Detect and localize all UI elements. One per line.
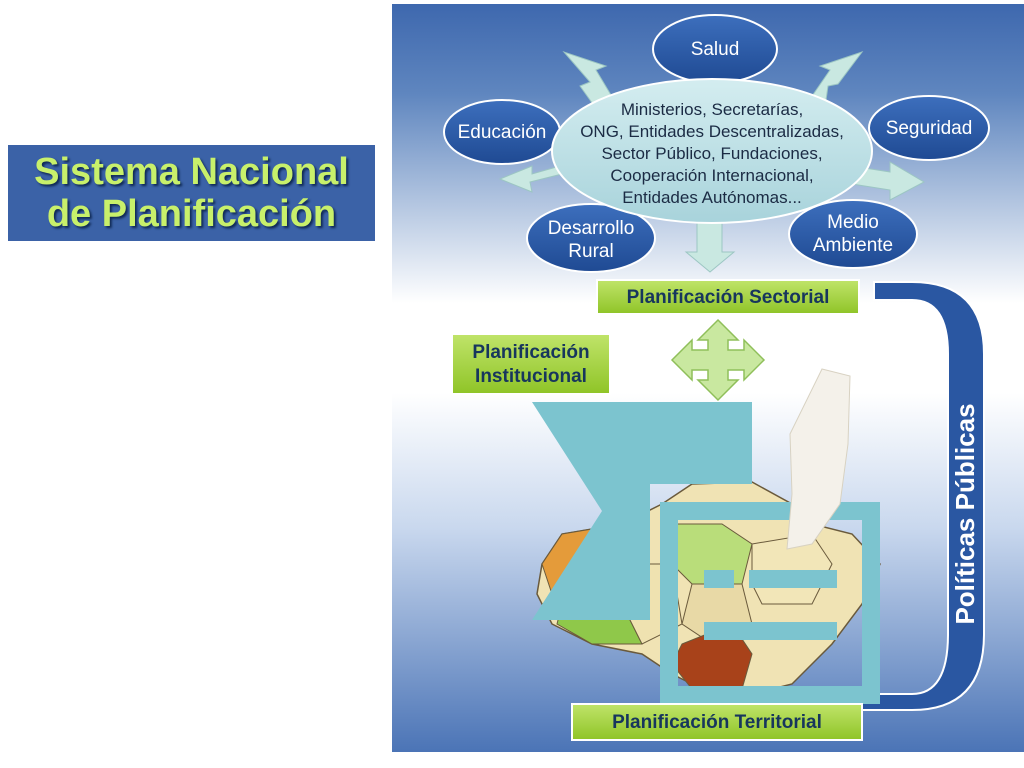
ellipse-seguridad: Seguridad bbox=[868, 95, 990, 161]
title-line-1: Sistema Nacional bbox=[34, 151, 349, 193]
title-box: Sistema Nacional de Planificación bbox=[8, 145, 375, 241]
label-seguridad: Seguridad bbox=[886, 118, 973, 139]
ellipse-salud: Salud bbox=[652, 14, 778, 84]
overlay-bar-1 bbox=[704, 570, 734, 588]
ellipse-educacion: Educación bbox=[443, 99, 561, 165]
label-medio: Medio bbox=[827, 212, 879, 233]
label-planificacion-institucional-1: Planificación bbox=[472, 342, 589, 363]
overlay-bar-3 bbox=[704, 622, 837, 640]
center-line-1: Ministerios, Secretarías, bbox=[621, 100, 803, 119]
ellipse-medio-ambiente: Medio Ambiente bbox=[788, 199, 918, 269]
arrow-down bbox=[684, 218, 736, 273]
label-ambiente: Ambiente bbox=[813, 235, 893, 256]
label-desarrollo: Desarrollo bbox=[548, 218, 635, 239]
arrow-left bbox=[498, 165, 563, 193]
diagram-panel: Salud Educación Seguridad Desarrollo Rur… bbox=[392, 4, 1024, 752]
center-line-2: ONG, Entidades Descentralizadas, bbox=[580, 122, 844, 141]
politicas-publicas-bracket: Políticas Públicas bbox=[861, 281, 985, 711]
box-planificacion-institucional: Planificación Institucional bbox=[451, 333, 611, 395]
ellipse-desarrollo-rural: Desarrollo Rural bbox=[526, 203, 656, 273]
overlay-chevron bbox=[532, 402, 752, 620]
center-ellipse: Ministerios, Secretarías, ONG, Entidades… bbox=[551, 78, 873, 224]
center-line-5: Entidades Autónomas... bbox=[622, 188, 802, 207]
box-planificacion-sectorial: Planificación Sectorial bbox=[596, 279, 860, 315]
arrow-right bbox=[851, 161, 926, 201]
label-planificacion-institucional-2: Institucional bbox=[475, 366, 587, 387]
overlay-shapes bbox=[532, 402, 880, 704]
title-line-2: de Planificación bbox=[46, 193, 337, 235]
center-line-3: Sector Público, Fundaciones, bbox=[601, 144, 822, 163]
label-planificacion-territorial: Planificación Territorial bbox=[612, 712, 822, 733]
label-rural: Rural bbox=[568, 241, 613, 262]
four-way-arrow bbox=[670, 318, 766, 402]
box-planificacion-territorial: Planificación Territorial bbox=[571, 703, 863, 741]
overlay-bar-2 bbox=[749, 570, 837, 588]
label-educacion: Educación bbox=[458, 122, 547, 143]
diagram-svg: Salud Educación Seguridad Desarrollo Rur… bbox=[443, 14, 990, 741]
label-planificacion-sectorial: Planificación Sectorial bbox=[627, 287, 830, 308]
pale-strip bbox=[786, 368, 851, 550]
label-salud: Salud bbox=[691, 39, 740, 60]
center-line-4: Cooperación Internacional, bbox=[610, 166, 813, 185]
label-politicas-publicas: Políticas Públicas bbox=[950, 403, 980, 624]
